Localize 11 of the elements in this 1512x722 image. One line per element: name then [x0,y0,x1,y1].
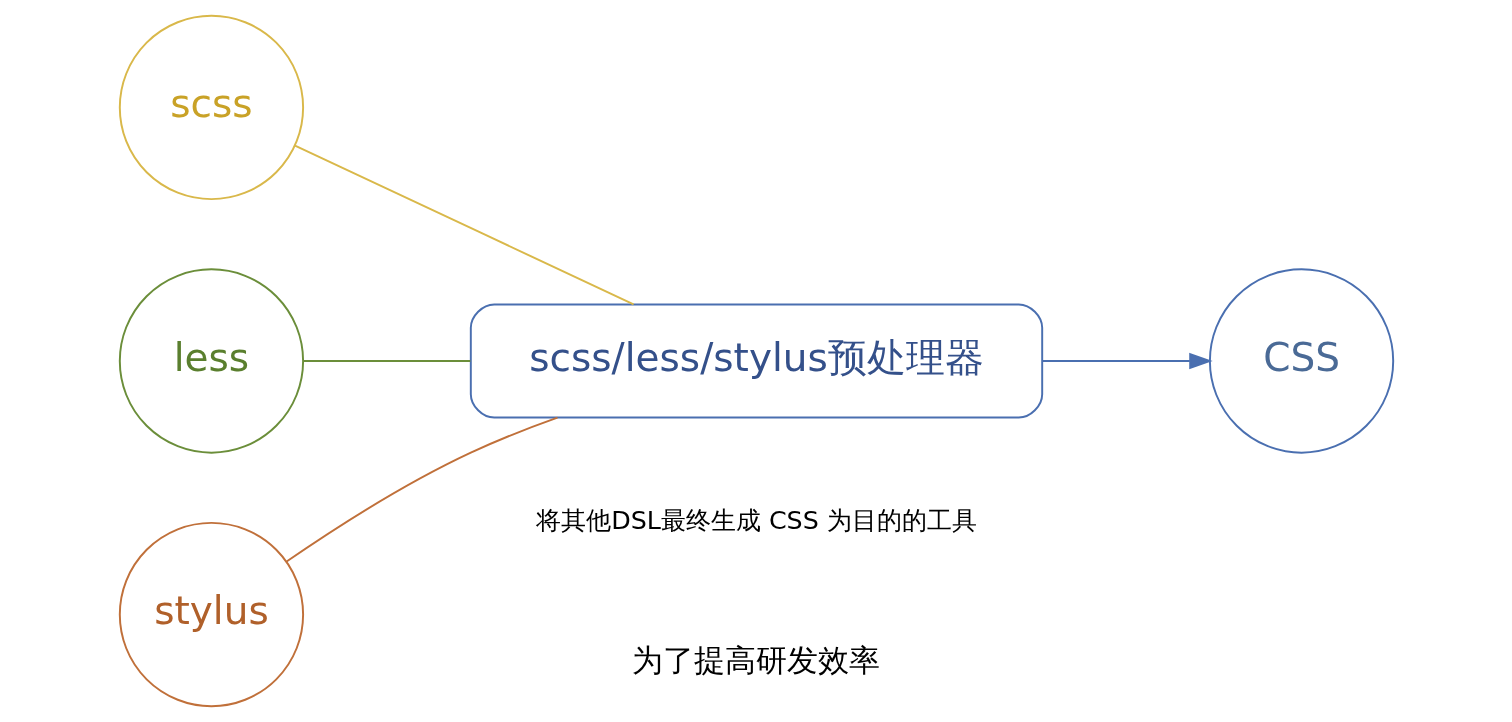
node-circle: stylus [118,521,304,708]
connector [301,360,471,362]
node-circle: less [118,268,304,454]
node-circle: CSS [1208,268,1394,454]
connector [293,144,635,306]
node-label: 将其他DSL最终生成 CSS 为目的的工具 [535,505,977,536]
node-circle: scss [118,14,304,201]
node-box: scss/less/stylus预处理器 [469,303,1043,419]
arrow [1041,352,1213,370]
label: 为了提高研发效率 [632,641,880,678]
connector [285,416,558,563]
